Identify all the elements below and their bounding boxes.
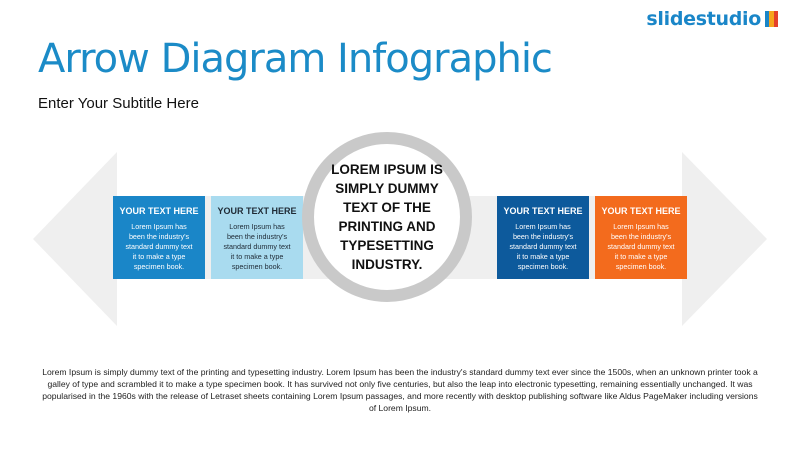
text-box-3-heading: YOUR TEXT HERE xyxy=(503,206,583,216)
center-circle: LOREM IPSUM IS SIMPLY DUMMY TEXT OF THE … xyxy=(302,132,472,302)
brand-logo: slidestudio xyxy=(646,8,778,30)
page-subtitle: Enter Your Subtitle Here xyxy=(38,95,199,112)
page-title: Arrow Diagram Infographic xyxy=(38,36,553,82)
center-circle-text: LOREM IPSUM IS SIMPLY DUMMY TEXT OF THE … xyxy=(331,162,443,272)
text-box-4: YOUR TEXT HERE Lorem Ipsum has been the … xyxy=(595,196,687,279)
text-box-4-heading: YOUR TEXT HERE xyxy=(601,206,681,216)
description-text: Lorem Ipsum is simply dummy text of the … xyxy=(42,367,758,413)
text-box-2-heading: YOUR TEXT HERE xyxy=(217,206,297,216)
text-box-1-body: Lorem Ipsum has been the industry's stan… xyxy=(125,222,193,271)
text-box-3: YOUR TEXT HERE Lorem Ipsum has been the … xyxy=(497,196,589,279)
text-box-1-heading: YOUR TEXT HERE xyxy=(119,206,199,216)
text-box-4-body: Lorem Ipsum has been the industry's stan… xyxy=(607,222,675,271)
text-box-2: YOUR TEXT HERE Lorem Ipsum has been the … xyxy=(211,196,303,279)
logo-text: slidestudio xyxy=(646,8,761,30)
text-box-1: YOUR TEXT HERE Lorem Ipsum has been the … xyxy=(113,196,205,279)
text-box-2-body: Lorem Ipsum has been the industry's stan… xyxy=(223,222,291,271)
logo-mark-icon xyxy=(765,11,778,27)
text-box-3-body: Lorem Ipsum has been the industry's stan… xyxy=(509,222,577,271)
